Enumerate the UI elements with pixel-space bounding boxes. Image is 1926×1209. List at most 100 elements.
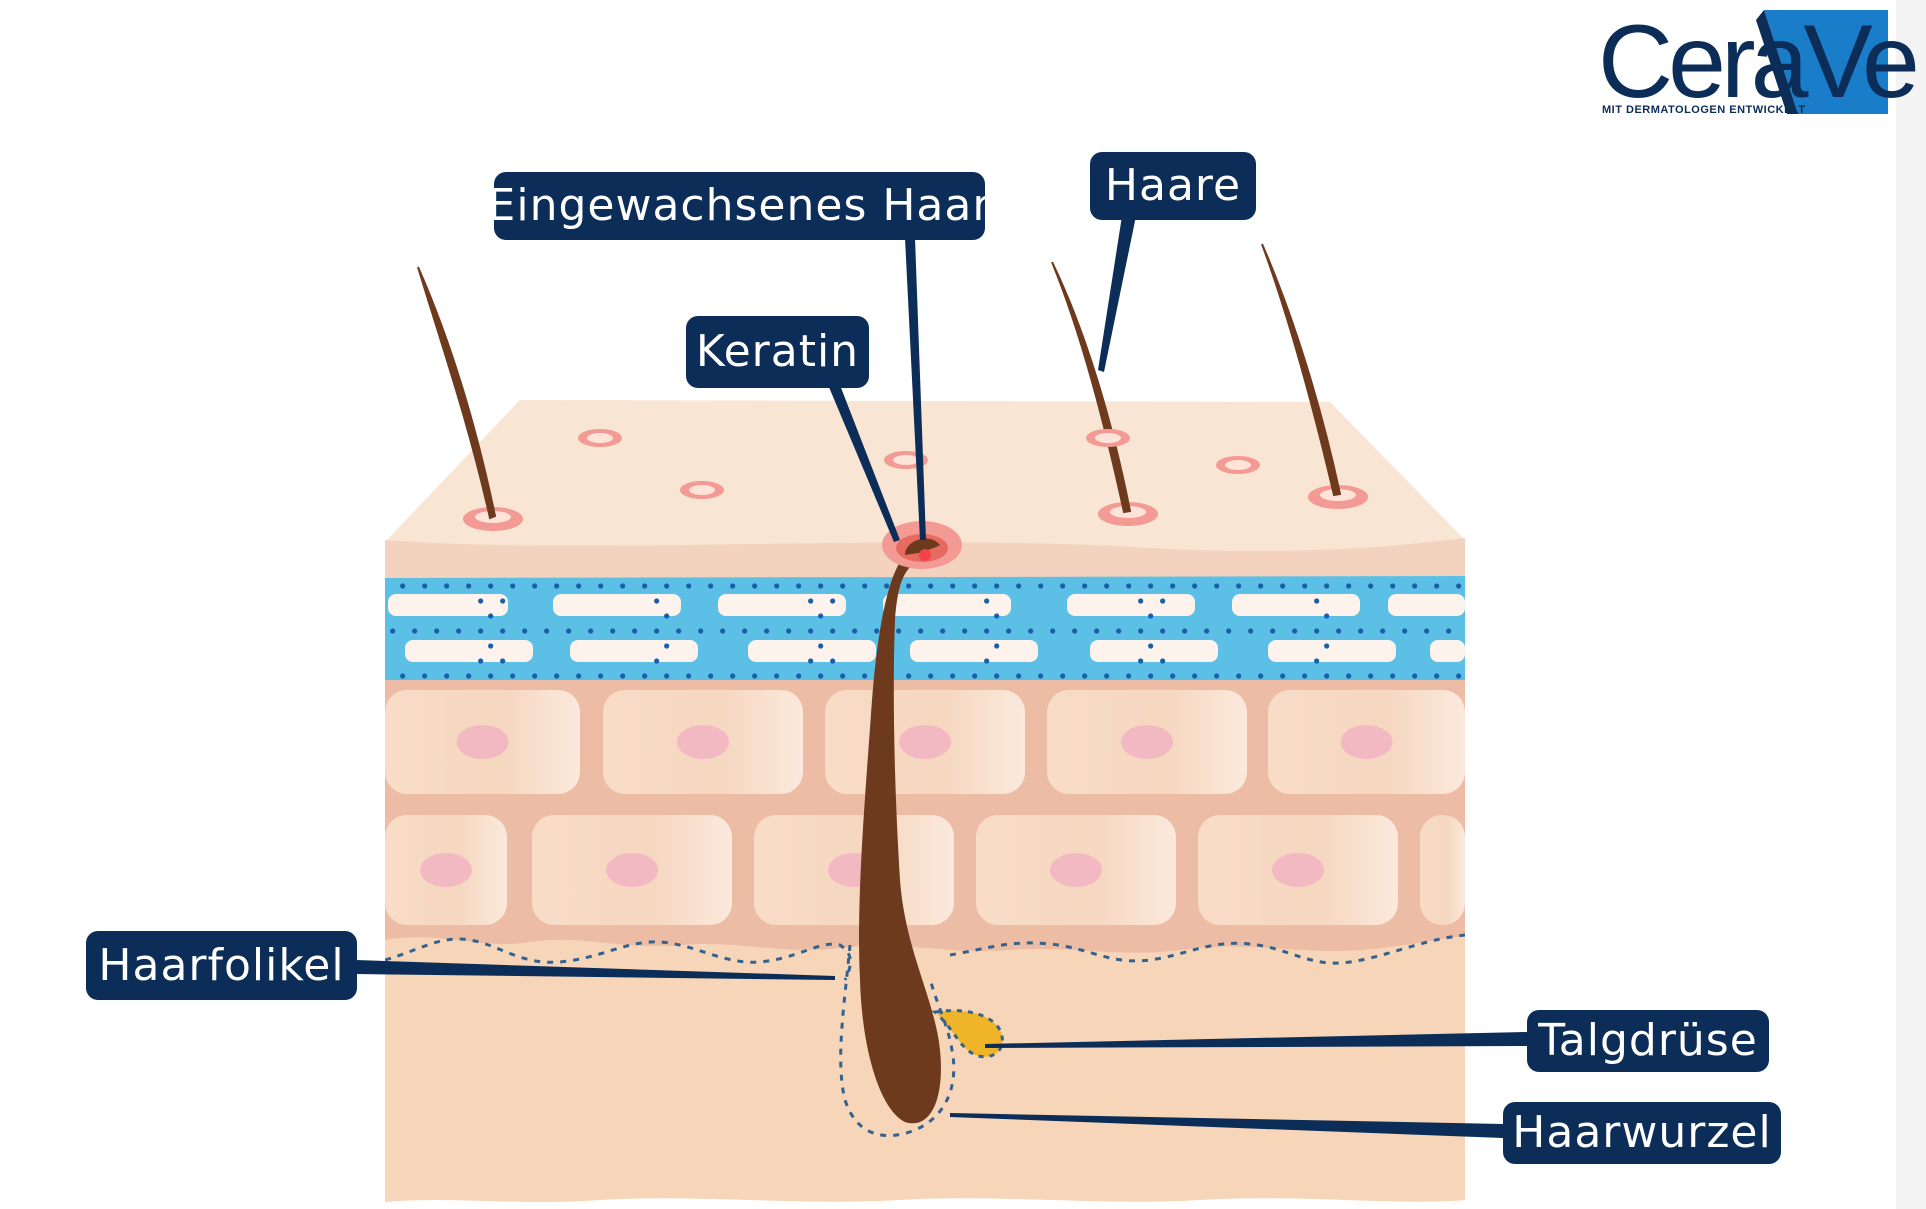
- logo-tagline: MIT DERMATOLOGEN ENTWICKELT: [1602, 104, 1806, 116]
- lipid-dot: [730, 673, 736, 679]
- lipid-dot: [852, 628, 858, 634]
- lipid-brick: [1067, 594, 1195, 616]
- lipid-dot: [642, 583, 648, 589]
- lipid-dot: [676, 628, 682, 634]
- small-pore: [680, 481, 724, 499]
- lipid-dot: [950, 673, 956, 679]
- lipid-dot: [884, 583, 890, 589]
- lipid-dot: [1258, 673, 1264, 679]
- lipid-dot: [554, 583, 560, 589]
- lipid-dot: [1424, 628, 1430, 634]
- leader-lines: [356, 216, 1527, 1138]
- lipid-dot: [434, 628, 440, 634]
- ingrown-hair: [859, 545, 941, 1124]
- lipid-dot: [1248, 628, 1254, 634]
- basement-membrane: [385, 933, 1465, 981]
- lipid-dot: [984, 658, 990, 664]
- lipid-dot: [818, 673, 824, 679]
- label-keratin: Keratin: [686, 316, 869, 388]
- label-sebaceous-gland: Talgdrüse: [1527, 1010, 1769, 1072]
- cell-nucleus: [606, 853, 658, 887]
- lipid-brick: [570, 640, 698, 662]
- cerave-logo: CeraVe MIT DERMATOLOGEN ENTWICKELT: [1592, 10, 1920, 116]
- right-edge-strip: [1896, 0, 1926, 1209]
- lipid-dot: [1402, 628, 1408, 634]
- lipid-dot: [1170, 673, 1176, 679]
- lipid-dot: [1126, 583, 1132, 589]
- lipid-dot: [576, 583, 582, 589]
- lipid-brick: [1430, 640, 1465, 662]
- lipid-dot: [1412, 673, 1418, 679]
- lipid-dot: [1446, 628, 1452, 634]
- lipid-dot: [764, 628, 770, 634]
- lipid-brick: [910, 640, 1038, 662]
- lipid-dot: [544, 628, 550, 634]
- lipid-dot: [1060, 673, 1066, 679]
- lipid-dot: [1038, 583, 1044, 589]
- lipid-dot: [1192, 673, 1198, 679]
- epidermis-cells: [385, 690, 1465, 925]
- leader-ingrown-hair: [905, 238, 926, 540]
- lipid-dot: [1138, 658, 1144, 664]
- lipid-dot: [532, 673, 538, 679]
- cell-nucleus: [1050, 853, 1102, 887]
- lipid-dot: [1060, 583, 1066, 589]
- cell-nucleus: [1340, 725, 1393, 759]
- label-hair-root: Haarwurzel: [1503, 1102, 1781, 1164]
- lipid-dot: [632, 628, 638, 634]
- lipid-dot: [1324, 583, 1330, 589]
- lipid-dot: [510, 673, 516, 679]
- lipid-dot: [588, 628, 594, 634]
- lipid-dot: [994, 643, 1000, 649]
- lipid-dot: [1236, 673, 1242, 679]
- lipid-dot: [896, 628, 902, 634]
- lipid-dot: [620, 583, 626, 589]
- lipid-dot: [686, 673, 692, 679]
- label-ingrown-hair: Eingewachsenes Haar: [488, 172, 990, 240]
- lipid-dot: [1204, 628, 1210, 634]
- lipid-dot: [1104, 673, 1110, 679]
- lipid-dot: [994, 673, 1000, 679]
- lipid-dot: [1434, 583, 1440, 589]
- lipid-dot: [752, 673, 758, 679]
- lipid-dot: [576, 673, 582, 679]
- lipid-dot: [1346, 583, 1352, 589]
- lipid-dot: [642, 673, 648, 679]
- lipid-dot: [522, 628, 528, 634]
- lipid-dot: [500, 658, 506, 664]
- lipid-dot: [1148, 583, 1154, 589]
- lipid-dot: [1148, 673, 1154, 679]
- small-pore: [1216, 456, 1260, 474]
- lipid-dot: [1368, 583, 1374, 589]
- lipid-dot: [1214, 673, 1220, 679]
- lipid-dot: [1160, 628, 1166, 634]
- lipid-dot: [1126, 673, 1132, 679]
- lipid-dot: [390, 628, 396, 634]
- lipid-dot: [830, 658, 836, 664]
- lipid-dot: [786, 628, 792, 634]
- lipid-dot: [708, 583, 714, 589]
- lipid-dot: [422, 673, 428, 679]
- lipid-dot: [1050, 628, 1056, 634]
- lipid-dot: [1346, 673, 1352, 679]
- lipid-dot: [1148, 613, 1154, 619]
- lipid-dot: [796, 583, 802, 589]
- cell-nucleus: [456, 725, 509, 759]
- lipid-dot: [1138, 628, 1144, 634]
- lipid-dot: [444, 673, 450, 679]
- lipid-brick: [1268, 640, 1396, 662]
- leader-hairs: [1098, 216, 1136, 372]
- lipid-brick: [405, 640, 533, 662]
- surface-hairs: [417, 243, 1368, 531]
- lipid-dot: [1456, 673, 1462, 679]
- lipid-dot: [808, 658, 814, 664]
- lipid-brick: [718, 594, 846, 616]
- lipid-dot: [664, 583, 670, 589]
- lipid-dot: [1314, 628, 1320, 634]
- label-hair-follicle: Haarfolikel: [86, 931, 357, 1000]
- cell: [1420, 815, 1465, 925]
- lipid-dot: [664, 643, 670, 649]
- lipid-dot: [1280, 673, 1286, 679]
- small-pore: [578, 429, 622, 447]
- lipid-dot: [1170, 583, 1176, 589]
